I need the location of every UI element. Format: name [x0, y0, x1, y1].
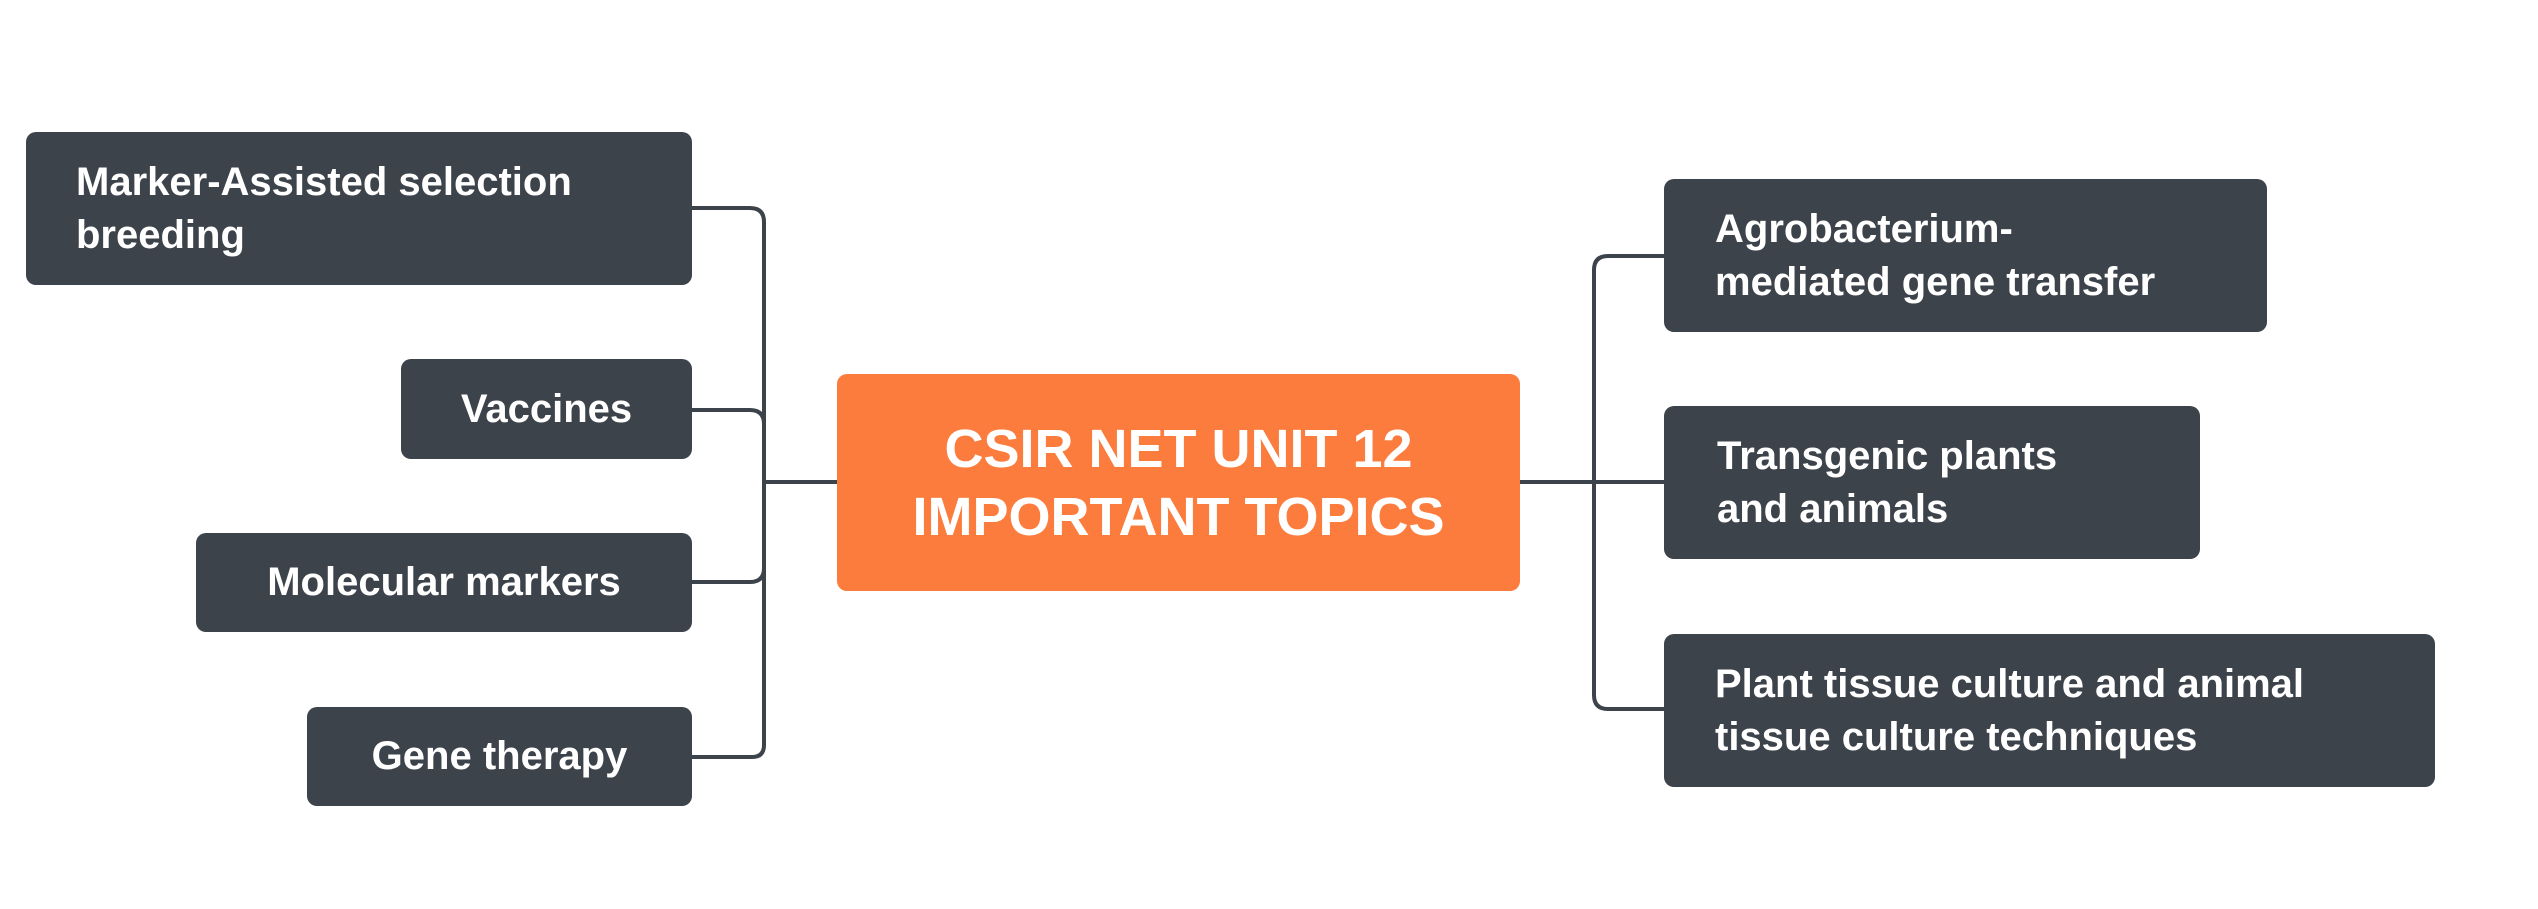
central-topic-label: CSIR NET UNIT 12 IMPORTANT TOPICS [912, 418, 1445, 547]
connector-right-plant [1592, 693, 1666, 711]
central-topic: CSIR NET UNIT 12 IMPORTANT TOPICS [837, 374, 1520, 591]
topic-tissue-culture-techniques: Plant tissue culture and animal tissue c… [1664, 634, 2435, 787]
topic-label: Transgenic plants and animals [1717, 433, 2058, 531]
topic-label: Plant tissue culture and animal tissue c… [1715, 661, 2305, 759]
topic-molecular-markers: Molecular markers [196, 533, 692, 632]
topic-label: Gene therapy [371, 734, 628, 778]
connector-left-marker [690, 206, 766, 224]
topic-label: Vaccines [460, 386, 633, 431]
connector-left-gene [690, 743, 766, 759]
topic-transgenic-plants-animals: Transgenic plants and animals [1664, 406, 2200, 559]
topic-marker-assisted-selection: Marker-Assisted selection breeding [26, 132, 692, 285]
connector-left-molecular [690, 566, 766, 584]
topic-vaccines: Vaccines [401, 359, 692, 459]
connector-left-vaccines [690, 408, 766, 426]
topic-agrobacterium-gene-transfer: Agrobacterium- mediated gene transfer [1664, 179, 2267, 332]
topic-label: Molecular markers [267, 560, 621, 604]
topic-gene-therapy: Gene therapy [307, 707, 692, 806]
topic-label: Agrobacterium- mediated gene transfer [1715, 206, 2156, 304]
topic-label: Marker-Assisted selection breeding [76, 159, 572, 257]
connector-right-agro [1592, 254, 1666, 272]
